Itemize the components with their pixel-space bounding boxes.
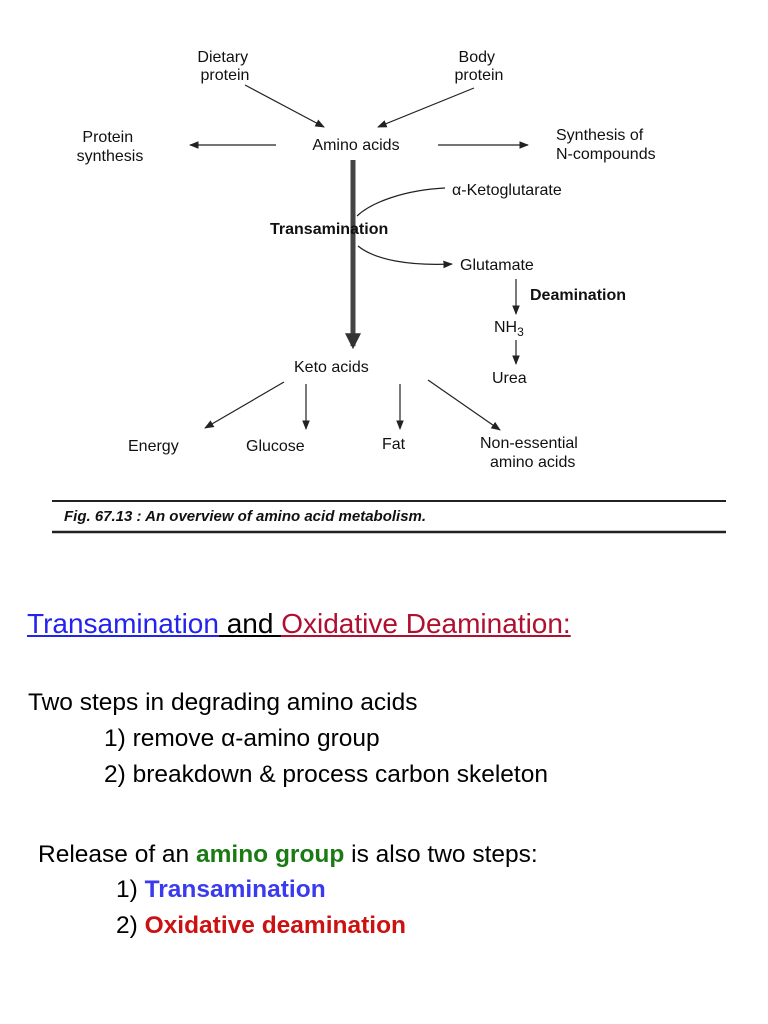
transamination-label: Transamination <box>270 221 388 238</box>
synthesis-n-compounds-label: Synthesis of N-compounds <box>556 127 656 163</box>
heading-oxidative-deamination: Oxidative Deamination: <box>281 608 571 639</box>
keto-acids-node: Keto acids <box>294 359 369 376</box>
release-step-1: 1) Transamination <box>116 875 326 905</box>
fat-label: Fat <box>382 436 406 453</box>
arrow-keto-to-nonessential <box>427 379 501 431</box>
release-line: Release of an amino group is also two st… <box>38 840 538 870</box>
heading-transamination: Transamination <box>27 608 219 639</box>
energy-label: Energy <box>128 438 179 455</box>
release-step-2: 2) Oxidative deamination <box>116 911 406 941</box>
release-step-1-num: 1) <box>116 876 145 903</box>
figure-caption: Fig. 67.13 : An overview of amino acid m… <box>64 508 426 525</box>
step-2-line: 2) breakdown & process carbon skeleton <box>104 761 548 788</box>
step-1-rest: -amino group <box>235 725 380 752</box>
arrow-dietary-to-amino <box>244 84 325 128</box>
release-amino-group: amino group <box>196 841 345 868</box>
nh3-label: NH3 <box>494 319 524 339</box>
release-step-2-num: 2) <box>116 912 145 939</box>
glucose-label: Glucose <box>246 438 305 455</box>
alpha-ketoglutarate-label: α-Ketoglutarate <box>452 182 562 199</box>
slide-heading: Transamination and Oxidative Deamination… <box>27 606 571 642</box>
arrow-body-to-amino <box>377 87 475 128</box>
alpha-symbol: α <box>221 725 236 752</box>
deamination-label: Deamination <box>530 287 626 304</box>
non-essential-amino-acids-label: Non-essential amino acids <box>480 435 582 471</box>
body-protein-label: Body protein <box>455 49 504 84</box>
arrow-ketoglutarate-in <box>356 187 446 217</box>
arrow-keto-to-energy <box>204 381 285 429</box>
arrow-to-glutamate <box>357 245 453 269</box>
release-step-1-label: Transamination <box>144 876 326 903</box>
amino-acids-node: Amino acids <box>312 137 399 154</box>
step-1-prefix: 1) remove <box>104 725 222 752</box>
intro-line: Two steps in degrading amino acids <box>28 689 418 716</box>
step-1-line: 1) remove α-amino group <box>104 724 380 754</box>
amino-acid-metabolism-diagram: Dietary protein Body protein Protein syn… <box>52 49 726 534</box>
release-step-2-label: Oxidative deamination <box>144 912 406 939</box>
dietary-protein-label: Dietary protein <box>197 49 252 84</box>
protein-synthesis-label: Protein synthesis <box>77 129 144 165</box>
urea-label: Urea <box>492 370 527 387</box>
glutamate-label: Glutamate <box>460 257 534 274</box>
release-post: is also two steps: <box>344 841 538 868</box>
heading-and: and <box>218 608 282 639</box>
release-pre: Release of an <box>38 841 196 868</box>
